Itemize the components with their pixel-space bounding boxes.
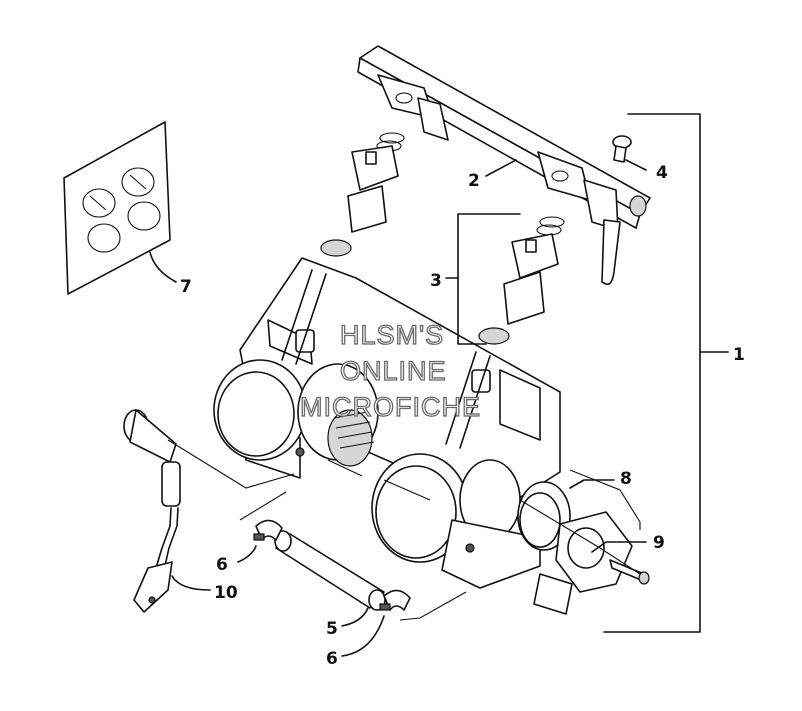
callout-6-upper: 6	[216, 555, 228, 575]
callout-6-lower: 6	[326, 649, 338, 669]
fuel-injector-right	[478, 216, 565, 345]
callout-bracket-1	[603, 113, 729, 633]
leader-lines	[149, 159, 647, 657]
throttle-position-sensor	[533, 511, 650, 615]
callout-8: 8	[620, 469, 632, 489]
callout-labels: 1 2 3 4 5 6 6 7 8 9 10	[180, 163, 745, 669]
watermark: HLSM'S ONLINE MICROFICHE	[299, 319, 481, 422]
watermark-line-3: MICROFICHE	[300, 392, 481, 422]
vent-hose	[123, 409, 181, 613]
watermark-line-2: ONLINE	[340, 356, 447, 386]
callout-1: 1	[733, 345, 745, 365]
callout-9: 9	[653, 533, 665, 553]
callout-4: 4	[656, 163, 668, 183]
callout-7: 7	[180, 277, 192, 297]
callout-bracket-3	[445, 213, 521, 345]
callout-5: 5	[326, 619, 338, 639]
fuel-rail	[357, 45, 651, 286]
hose-clamp-upper	[253, 519, 283, 541]
throttle-body-assembly	[213, 257, 561, 589]
hose-clamp-lower	[379, 589, 411, 611]
callout-3: 3	[430, 271, 442, 291]
watermark-line-1: HLSM'S	[340, 320, 444, 350]
gasket-sheet	[63, 121, 171, 295]
callout-10: 10	[214, 583, 238, 603]
coupler-hose	[274, 530, 386, 611]
fuel-injector-left	[320, 132, 405, 257]
rail-bolt	[612, 135, 632, 163]
callout-2: 2	[468, 171, 480, 191]
